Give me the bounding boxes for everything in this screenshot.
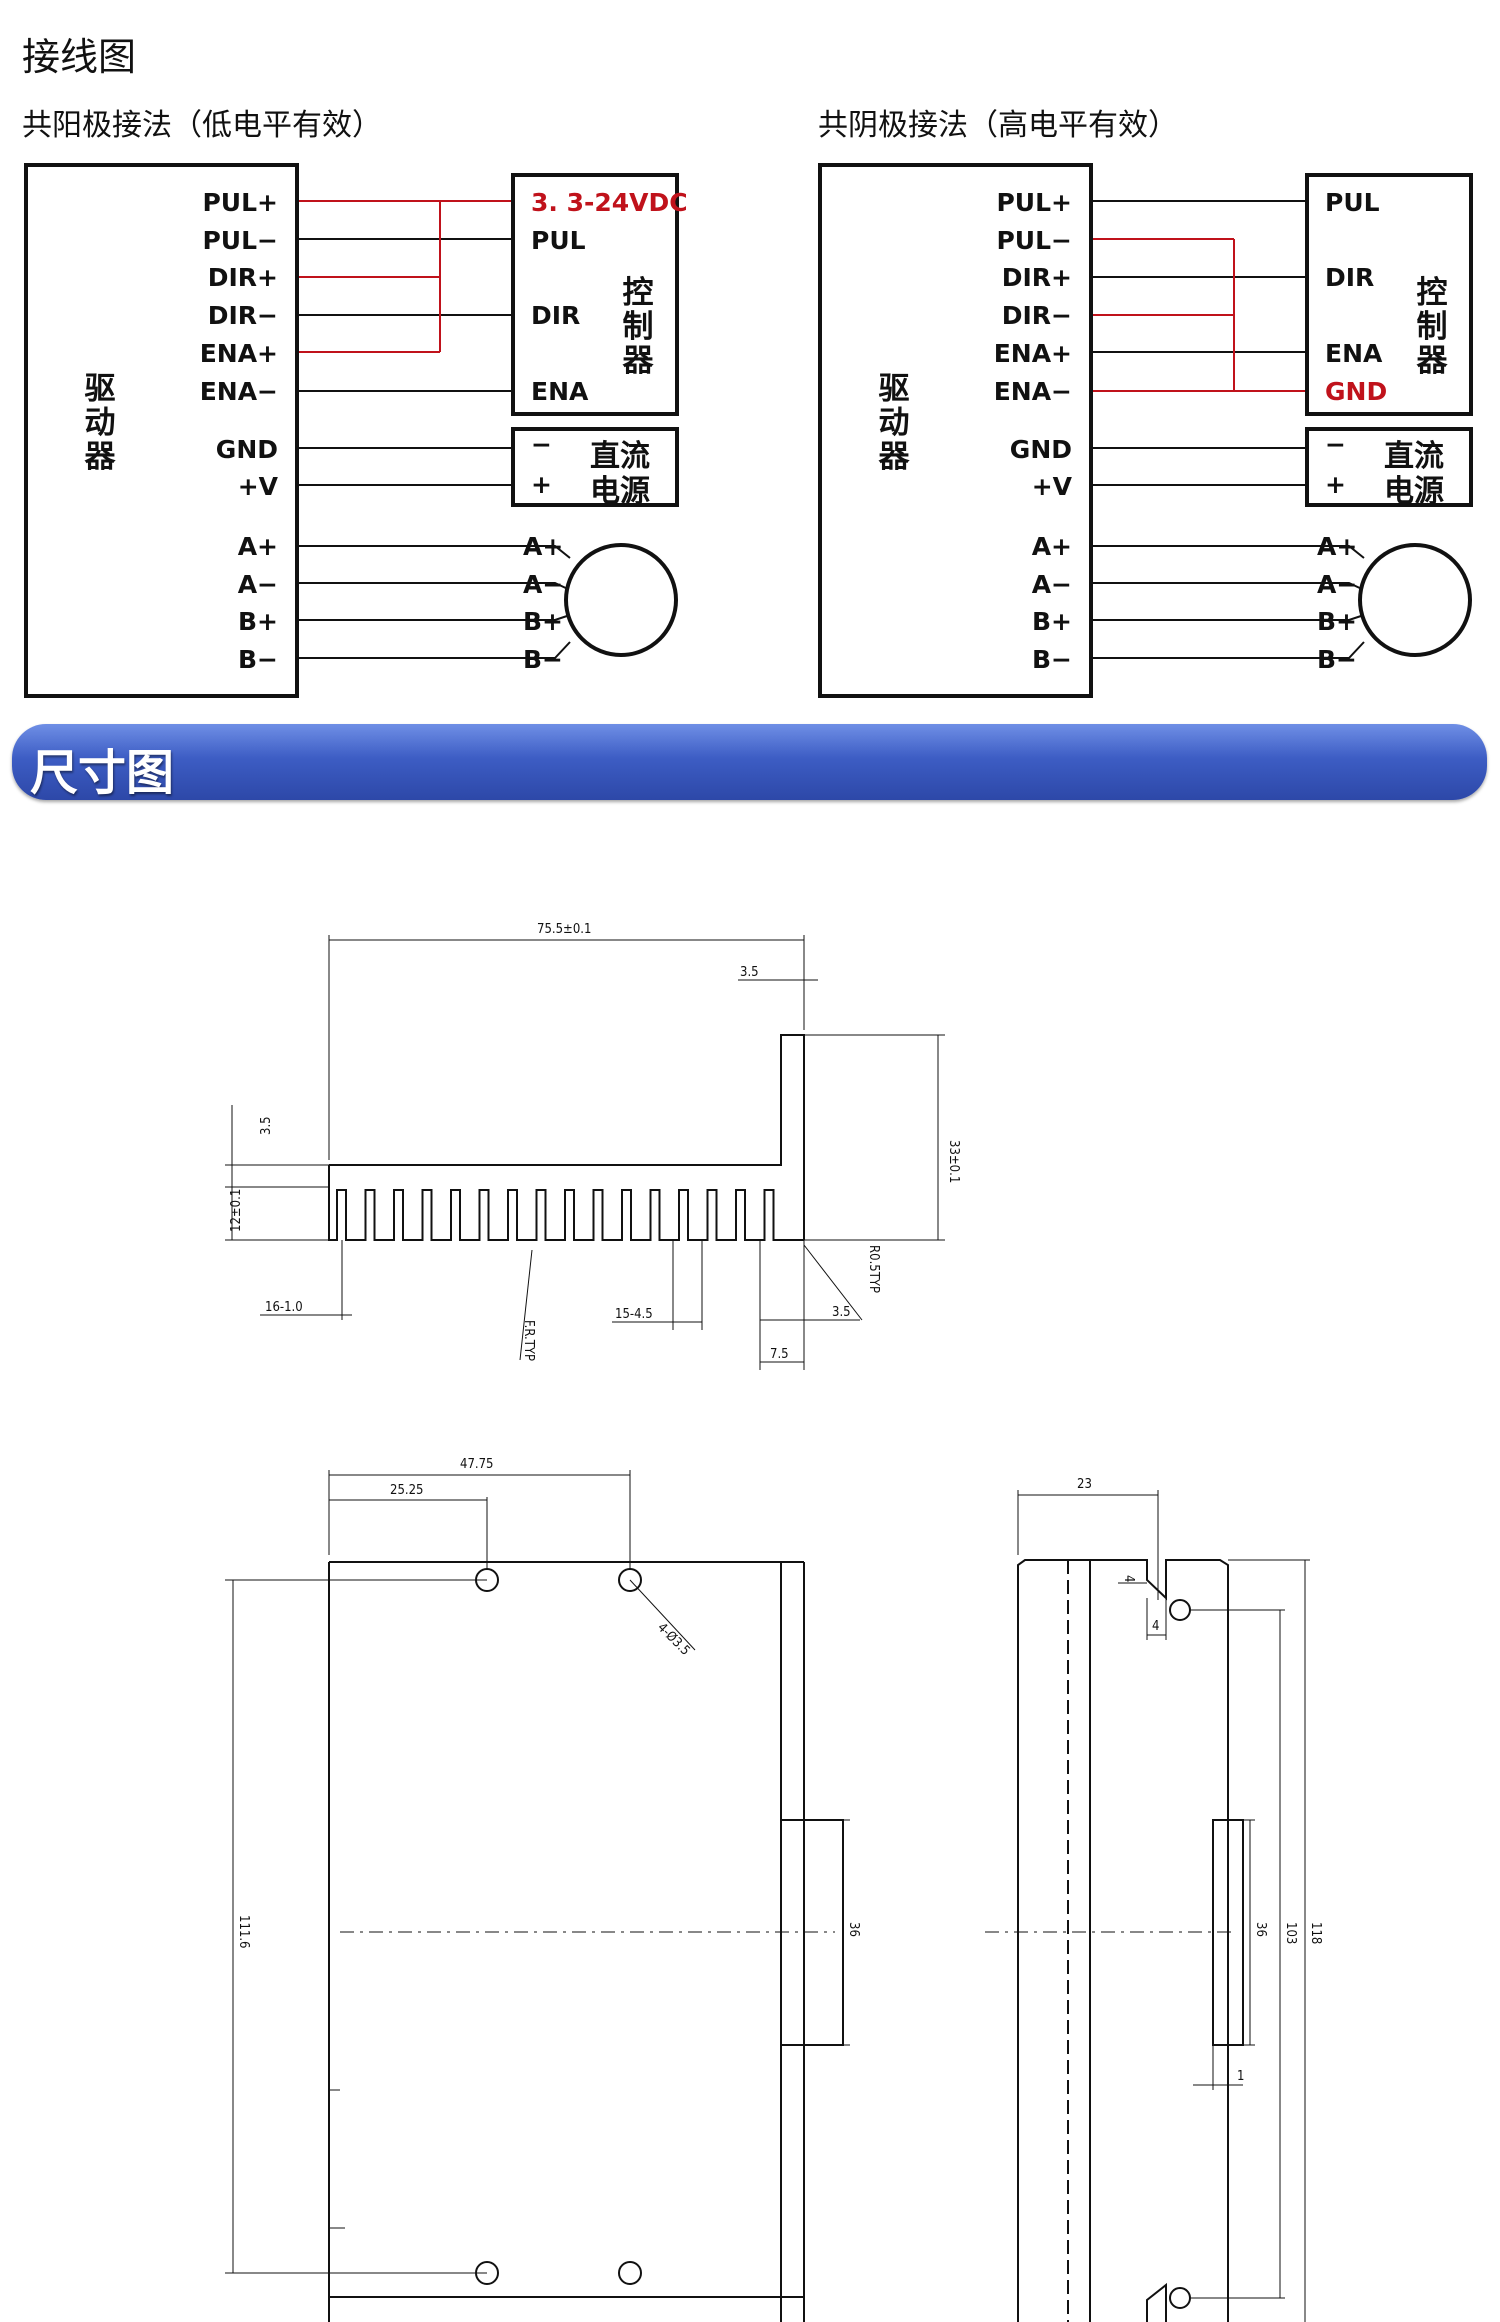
front-view-dimension-lines [225,1470,850,2274]
left-motor-b-minus: B− [523,645,564,674]
right-motor-circle [1358,543,1472,657]
right-term-b-plus: B+ [1031,607,1072,636]
dim-4-top: 4 [1121,1575,1136,1582]
left-black-wires [299,238,571,659]
wiring-lines [299,200,1472,659]
right-ctrl-ena-label: ENA [1325,339,1383,368]
right-term-pul-minus: PUL− [996,226,1072,255]
right-term-pul-plus: PUL+ [996,188,1072,217]
left-ps-label-2: 电源 [590,474,650,509]
left-diagram-subtitle: 共阳极接法（低电平有效） [22,108,382,143]
dim-75-5: 75.5±0.1 [537,922,591,937]
dim-fin-radius: F.R.TYP [521,1320,536,1361]
dim-12: 12±0.1 [229,1189,244,1232]
left-ps-plus: + [531,470,552,499]
left-motor-b-plus: B+ [523,607,564,636]
left-term-a-minus: A− [237,570,278,599]
left-ctrl-voltage-label: 3. 3-24VDC [531,188,688,217]
right-ps-label-1: 直流 [1384,439,1444,474]
side-view-outline [1017,1559,1244,2322]
dim-47-75: 47.75 [460,1457,493,1472]
left-term-pul-minus: PUL− [202,226,278,255]
dim-3-5-right: 3.5 [832,1305,851,1320]
dim-4-slot: 4 [1152,1619,1159,1634]
left-term-b-minus: B− [237,645,278,674]
right-term-dir-minus: DIR− [1001,301,1072,330]
dim-r0-5: R0.5TYP [866,1245,881,1293]
right-term-ena-plus: ENA+ [993,339,1072,368]
left-term-plus-v: +V [237,472,278,501]
right-term-ena-minus: ENA− [993,377,1072,406]
right-ps-plus: + [1325,470,1346,499]
right-term-a-plus: A+ [1031,532,1072,561]
left-red-wires [299,200,511,353]
left-term-dir-plus: DIR+ [207,263,278,292]
dim-15: 15-4.5 [615,1307,653,1322]
right-term-a-minus: A− [1031,570,1072,599]
profile-dimension-lines [225,935,945,1370]
dim-3-5-left: 3.5 [259,1116,274,1135]
right-term-plus-v: +V [1031,472,1072,501]
right-driver-label: 驱动器 [878,371,910,475]
right-motor-b-minus: B− [1317,645,1358,674]
dim-16: 16-1.0 [265,1300,303,1315]
left-ps-label-1: 直流 [590,439,650,474]
left-term-ena-minus: ENA− [199,377,278,406]
left-driver-label: 驱动器 [84,371,116,475]
right-term-b-minus: B− [1031,645,1072,674]
right-black-wires [1093,200,1365,659]
dim-36-front: 36 [846,1922,861,1937]
right-diagram-subtitle: 共阴极接法（高电平有效） [818,108,1178,143]
left-term-a-plus: A+ [237,532,278,561]
dim-3-5-top: 3.5 [740,965,759,980]
left-controller-box [511,173,679,416]
dim-111-6: 111.6 [236,1915,251,1948]
dim-hole: 4-Ø3.5 [654,1620,693,1659]
left-term-ena-plus: ENA+ [199,339,278,368]
right-driver-box [818,163,1093,698]
dim-1: 1 [1237,2069,1244,2084]
left-term-gnd: GND [215,435,278,464]
right-motor-b-plus: B+ [1317,607,1358,636]
right-ctrl-dir-label: DIR [1325,263,1375,292]
right-red-wires [1093,238,1305,392]
left-ctrl-dir-label: DIR [531,301,581,330]
page-title: 接线图 [22,35,137,79]
dim-7-5: 7.5 [770,1347,789,1362]
right-power-box [1305,427,1473,507]
left-ps-minus: − [531,430,552,459]
section-title: 尺寸图 [30,745,175,801]
left-power-box [511,427,679,507]
right-term-dir-plus: DIR+ [1001,263,1072,292]
left-term-b-plus: B+ [237,607,278,636]
left-term-dir-minus: DIR− [207,301,278,330]
front-view-outline [328,1561,844,2322]
right-controller-box [1305,173,1473,416]
left-motor-circle [564,543,678,657]
right-ps-label-2: 电源 [1384,474,1444,509]
dim-33: 33±0.1 [946,1140,961,1183]
dim-103: 103 [1283,1922,1298,1944]
dim-118: 118 [1308,1922,1323,1944]
left-term-pul-plus: PUL+ [202,188,278,217]
dim-25-25: 25.25 [390,1483,423,1498]
right-controller-label: 控制器 [1416,275,1448,379]
left-driver-box [24,163,299,698]
right-term-gnd: GND [1009,435,1072,464]
right-ctrl-gnd-label: GND [1325,377,1388,406]
dim-23: 23 [1077,1477,1092,1492]
left-controller-label: 控制器 [622,275,654,379]
heatsink-profile [328,1034,805,1241]
left-ctrl-ena-label: ENA [531,377,589,406]
left-ctrl-pul-label: PUL [531,226,586,255]
side-view-dimension-lines [985,1490,1310,2322]
section-banner: 尺寸图 [12,724,1487,801]
right-ps-minus: − [1325,430,1346,459]
right-ctrl-pul-label: PUL [1325,188,1380,217]
dim-36-side: 36 [1253,1922,1268,1937]
